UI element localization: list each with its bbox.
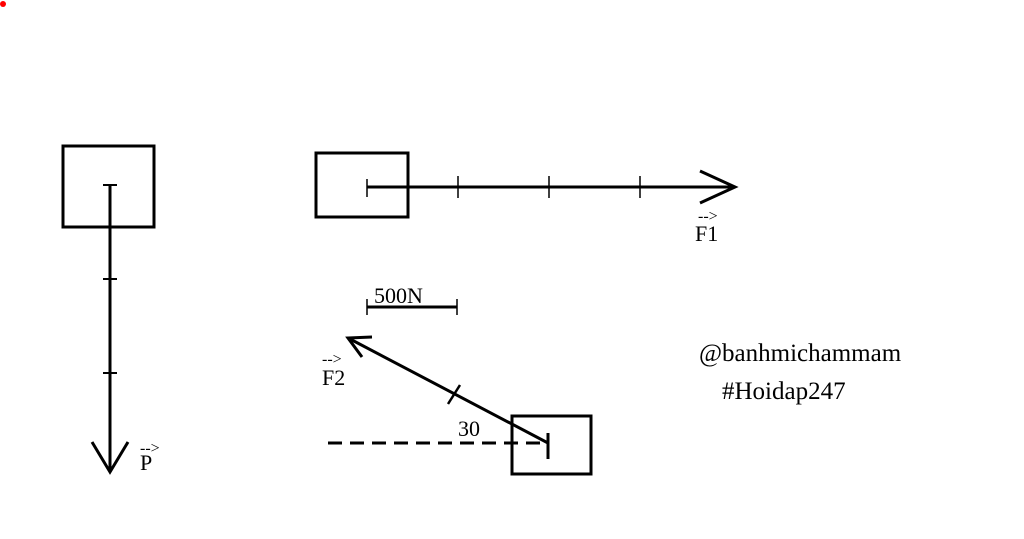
force-f1-group: F1 --> [314, 151, 739, 246]
force-f2-vector-mark: --> [322, 351, 342, 368]
force-p-group: P --> [61, 144, 160, 475]
force-f1-label: F1 [695, 221, 718, 246]
force-f2-arrowhead [345, 335, 373, 358]
force-p-vector-mark: --> [140, 440, 160, 457]
body-box-f2 [510, 414, 593, 476]
force-p-label: P [140, 450, 152, 475]
corner-dot [0, 1, 6, 7]
force-f2-shaft [349, 337, 549, 445]
body-box-f1 [314, 151, 410, 219]
hashtag-label: #Hoidap247 [722, 378, 846, 405]
force-f2-tick [446, 384, 462, 405]
angle-label: 30 [458, 416, 480, 441]
force-p-arrowhead [90, 441, 130, 475]
scale-bar-group: 500N [366, 283, 458, 315]
force-f2-group: 30 F2 --> [322, 335, 593, 476]
author-handle: @banhmichammam [699, 340, 902, 367]
scale-label: 500N [374, 283, 423, 308]
force-f1-vector-mark: --> [698, 208, 718, 225]
force-f2-label: F2 [322, 365, 345, 390]
force-f1-arrowhead [699, 169, 739, 205]
